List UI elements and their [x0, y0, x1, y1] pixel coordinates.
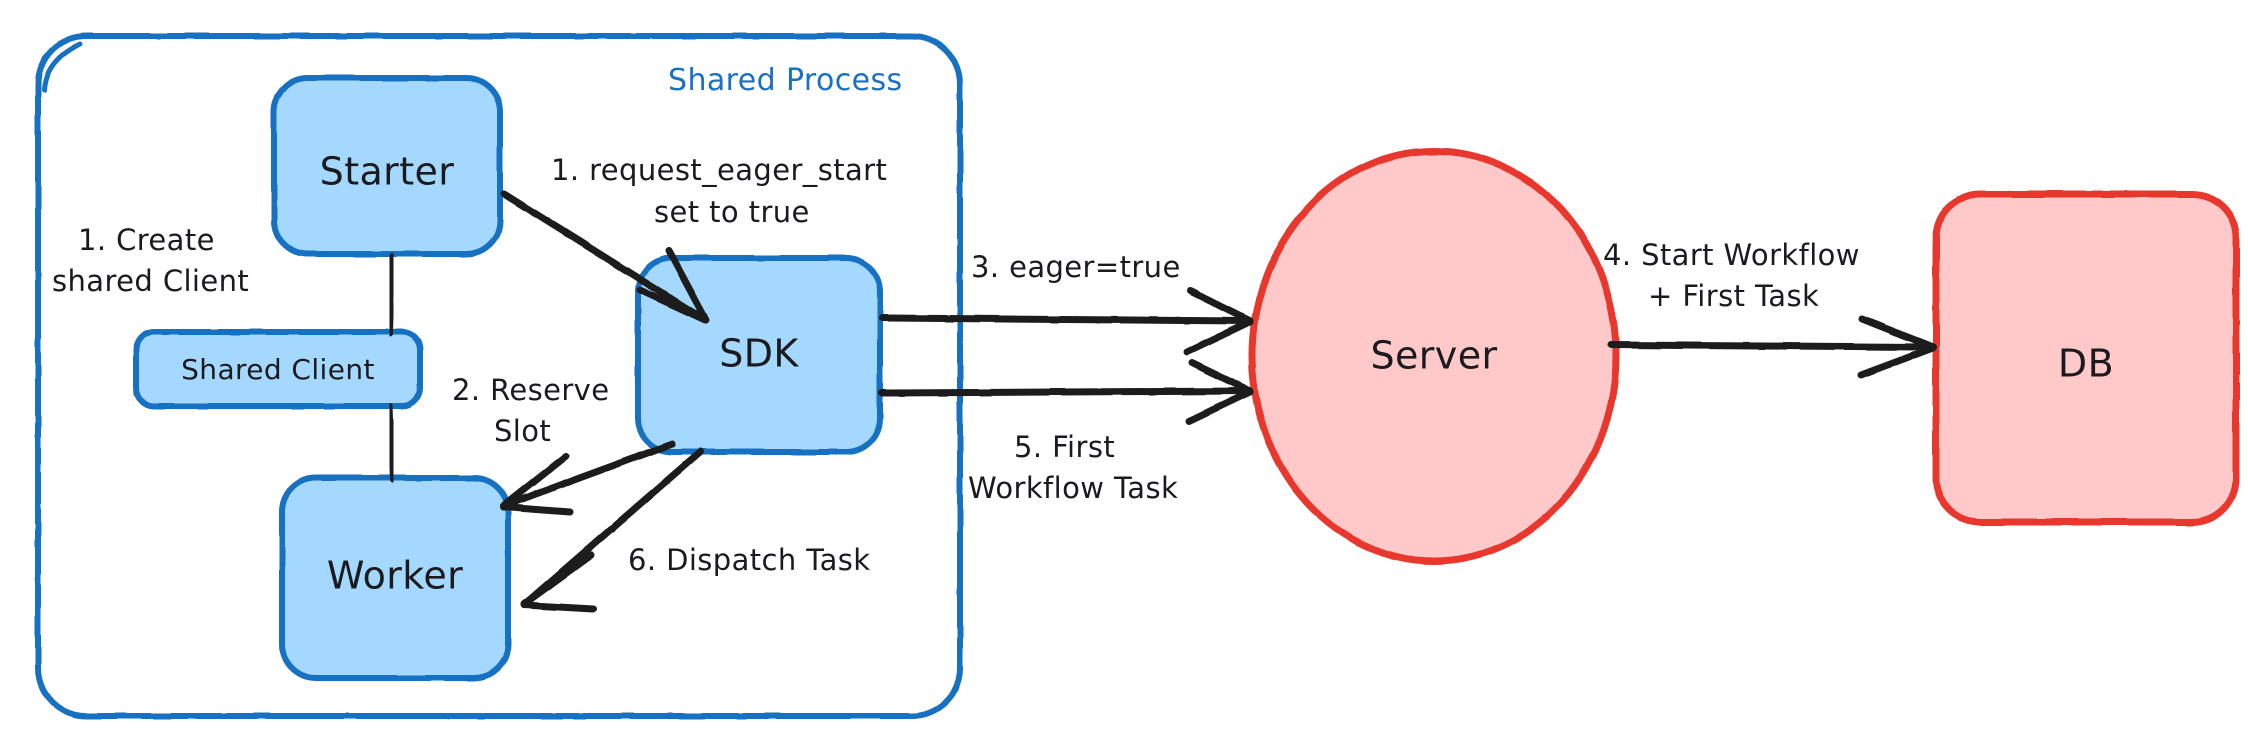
edge-dispatch-arrowhead-b [520, 601, 597, 613]
edge-reserve-arrowhead-b [499, 503, 574, 516]
edge-create-shared-client [387, 253, 396, 483]
edge-dispatch-arrowhead-a [520, 551, 595, 608]
edge-request-eager-start [500, 190, 710, 324]
edge-eagertrue-label-line1: 3. eager=true [971, 250, 1181, 284]
edge-startwf-label-line1: 4. Start Workflow [1603, 238, 1860, 272]
edge-eager-line [500, 190, 706, 322]
edge-firsttask-line [878, 387, 1251, 397]
edge-eager-label-line1: 1. request_eager_start [551, 153, 887, 187]
edge-create-label-line1: 1. Create [78, 223, 215, 257]
edge-firsttask-label-line2: Workflow Task [968, 471, 1178, 505]
node-worker[interactable]: Worker [279, 475, 511, 681]
edge-reserve-slot [499, 440, 676, 516]
node-starter[interactable]: Starter [271, 75, 503, 257]
edge-startwf-arrowhead-a [1858, 315, 1937, 351]
db-box [1932, 190, 2240, 526]
db-label: DB [2058, 342, 2114, 386]
node-db[interactable]: DB [1932, 190, 2240, 526]
shared-client-label: Shared Client [181, 353, 375, 386]
edge-startwf-arrowhead-b [1857, 344, 1937, 379]
server-label: Server [1370, 334, 1497, 378]
edge-eager-true [878, 287, 1254, 356]
sdk-label: SDK [719, 332, 799, 376]
edge-create-label-line2: shared Client [52, 264, 249, 298]
edge-reserve-arrowhead-a [499, 452, 570, 510]
starter-label: Starter [320, 150, 455, 194]
edge-starter-sharedclient-line [387, 253, 395, 337]
edge-firsttask-arrowhead-a [1188, 359, 1254, 395]
worker-label: Worker [327, 554, 463, 598]
edge-eagertrue-arrowhead-a [1186, 287, 1254, 325]
edge-dispatch-task [520, 448, 704, 613]
edge-first-workflow-task [878, 359, 1254, 425]
edge-reserve-label-line2: Slot [494, 414, 551, 448]
server-ellipse [1248, 147, 1620, 565]
edge-reserve-label-line1: 2. Reserve [452, 373, 609, 407]
starter-box [271, 75, 503, 257]
edge-startwf-line [1607, 341, 1934, 351]
edge-eager-arrowhead-b [665, 247, 710, 324]
node-shared-client[interactable]: Shared Client [133, 329, 423, 409]
shared-client-box [133, 329, 423, 409]
node-sdk[interactable]: SDK [635, 255, 883, 455]
edge-eager-arrowhead-a [636, 286, 709, 324]
edge-firsttask-arrowhead-b [1185, 388, 1254, 425]
edge-sharedclient-worker-line [387, 403, 396, 483]
edge-start-workflow [1607, 315, 1937, 379]
edge-startwf-label-line2: + First Task [1648, 279, 1819, 313]
shared-process-border [35, 33, 963, 719]
edge-firsttask-label-line1: 5. First [1014, 430, 1115, 464]
edge-eagertrue-line [878, 314, 1251, 325]
edge-eager-label-line2: set to true [654, 195, 810, 229]
edge-eagertrue-arrowhead-b [1183, 318, 1254, 356]
edge-dispatch-label-line1: 6. Dispatch Task [628, 543, 870, 577]
node-server[interactable]: Server [1248, 147, 1620, 565]
group-shared-process [35, 33, 963, 719]
edge-reserve-line [502, 440, 676, 509]
shared-process-border-accent [41, 41, 83, 93]
shared-process-label: Shared Process [668, 63, 903, 98]
